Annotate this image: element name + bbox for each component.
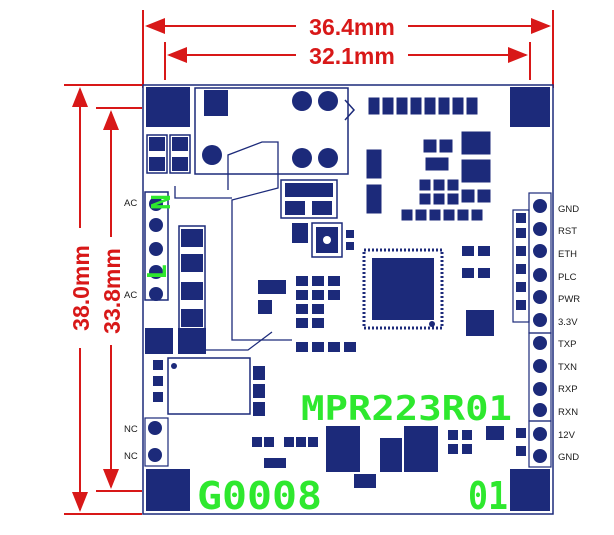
left-vertical-component xyxy=(178,225,206,335)
inner-height-label: 33.8mm xyxy=(99,248,125,334)
corner-pad-top-right xyxy=(510,87,550,127)
bridge-capacitors xyxy=(145,328,206,402)
inner-width-label: 32.1mm xyxy=(309,43,395,69)
right-connector xyxy=(512,192,552,468)
dimension-height-inner: 33.8mm xyxy=(96,107,142,492)
capacitor-group-left-top xyxy=(146,134,191,174)
pin-label: GND xyxy=(558,452,579,463)
label-nc-bottom: NC xyxy=(124,451,138,462)
dimension-height-overall: 38.0mm xyxy=(64,84,142,515)
pin-label: TXN xyxy=(558,362,577,373)
relay-bottom xyxy=(167,357,265,416)
pin-label: PLC xyxy=(558,272,577,283)
pin-label: 12V xyxy=(558,430,576,441)
pin-label: ETH xyxy=(558,249,577,260)
ac-terminal-column xyxy=(144,191,169,301)
smd-right-of-chip xyxy=(462,246,494,336)
main-mcu-chip xyxy=(362,248,444,330)
silk-l-label: L xyxy=(143,264,173,280)
label-ac-top: AC xyxy=(124,198,137,209)
smd-mid-left-cluster xyxy=(258,276,356,352)
overall-width-label: 36.4mm xyxy=(309,14,395,40)
overall-height-label: 38.0mm xyxy=(68,245,94,331)
transformer-top xyxy=(194,87,356,175)
pin-label: GND xyxy=(558,204,579,215)
silk-rev-label: 01 xyxy=(468,474,508,518)
pin-label: 3.3V xyxy=(558,317,578,328)
silk-code-label: G0008 xyxy=(197,474,322,518)
corner-pad-bottom-right xyxy=(510,469,550,511)
dimension-width-inner: 32.1mm xyxy=(164,42,531,80)
smd-top-right-cluster xyxy=(366,97,491,221)
corner-pad-bottom-left xyxy=(146,469,190,511)
label-ac-bottom: AC xyxy=(124,290,137,301)
pin-label: TXP xyxy=(558,339,576,350)
silk-model-label: MPR223R01 xyxy=(301,389,512,429)
smd-bottom-cluster xyxy=(252,426,504,488)
silk-n-label: N xyxy=(147,194,177,210)
mosfet-center xyxy=(280,179,338,219)
pcb-traces xyxy=(174,141,292,351)
pin-label: RST xyxy=(558,226,577,237)
corner-pad-top-left xyxy=(146,87,190,127)
pin-label: RXN xyxy=(558,407,578,418)
label-nc-top: NC xyxy=(124,424,138,435)
right-pin-labels: GND RST ETH PLC PWR 3.3V TXP TXN RXP RXN… xyxy=(558,204,580,463)
pin-label: PWR xyxy=(558,294,580,305)
pin-label: RXP xyxy=(558,384,578,395)
dimension-width-overall: 36.4mm xyxy=(142,10,554,88)
corner-pads xyxy=(146,87,550,511)
regulator-ic xyxy=(292,222,354,258)
nc-pins xyxy=(144,417,169,467)
